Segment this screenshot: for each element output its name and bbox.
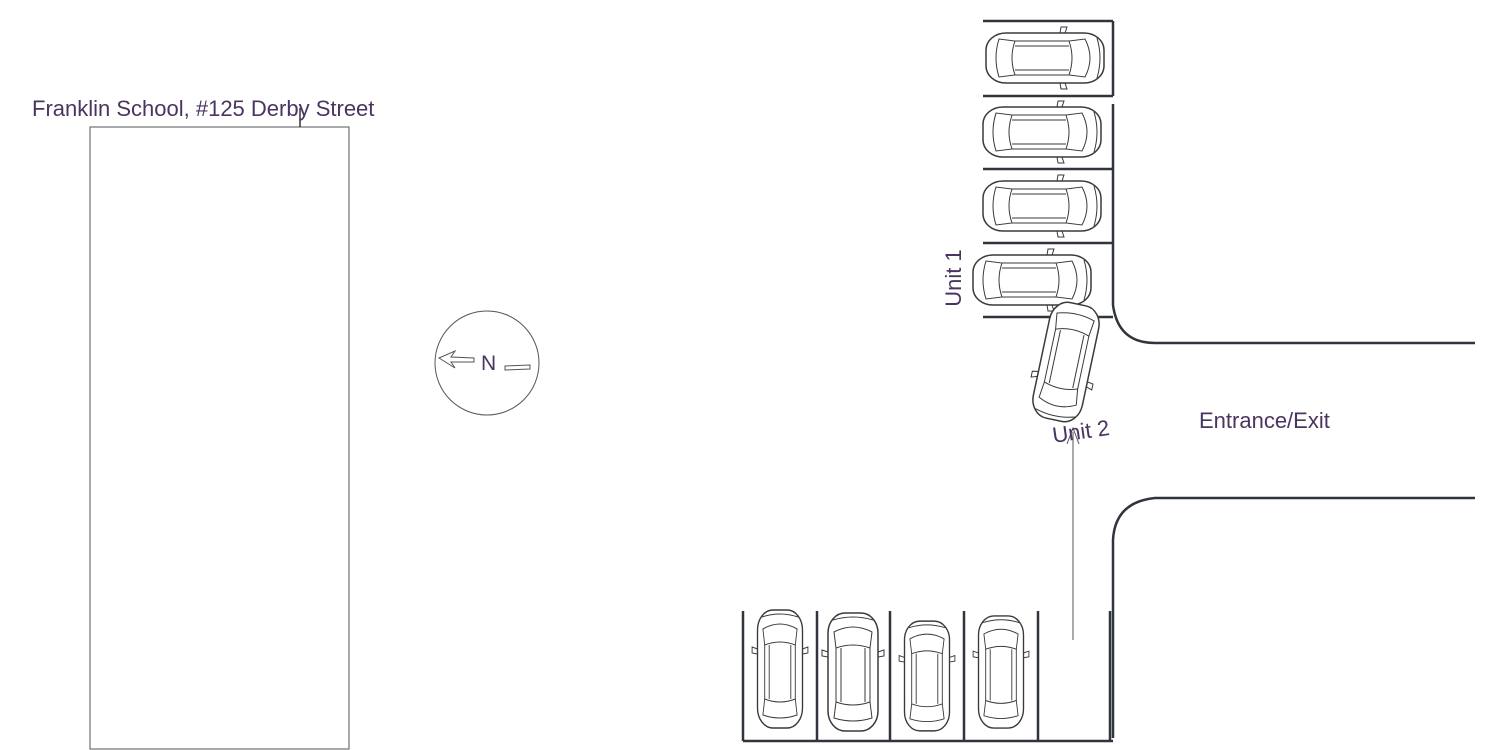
- unit2-travel-arrow: [1066, 426, 1080, 640]
- compass-tail-mark: [504, 364, 531, 371]
- parked-car-lower-2: [821, 612, 885, 732]
- parked-car-upper-1: [985, 26, 1105, 90]
- north-arrow-icon: [437, 349, 475, 369]
- road-curbs: [1111, 104, 1475, 738]
- parked-car-lower-4: [972, 615, 1030, 729]
- compass-north-label: N: [481, 352, 497, 375]
- parked-car-upper-2: [982, 100, 1102, 164]
- lower-parking-stalls: [741, 611, 1113, 743]
- parked-car-lower-3: [898, 620, 956, 732]
- entrance-exit-label: Entrance/Exit: [1199, 408, 1330, 433]
- upper-parking-stalls: [983, 19, 1115, 319]
- unit1-car: [972, 248, 1092, 312]
- parked-car-lower-1: [751, 609, 809, 729]
- building-label: Franklin School, #125 Derby Street: [32, 96, 375, 121]
- unit1-label: Unit 1: [941, 249, 966, 307]
- parked-car-upper-3: [982, 174, 1102, 238]
- school-building: [89, 126, 350, 750]
- north-compass: [434, 310, 540, 416]
